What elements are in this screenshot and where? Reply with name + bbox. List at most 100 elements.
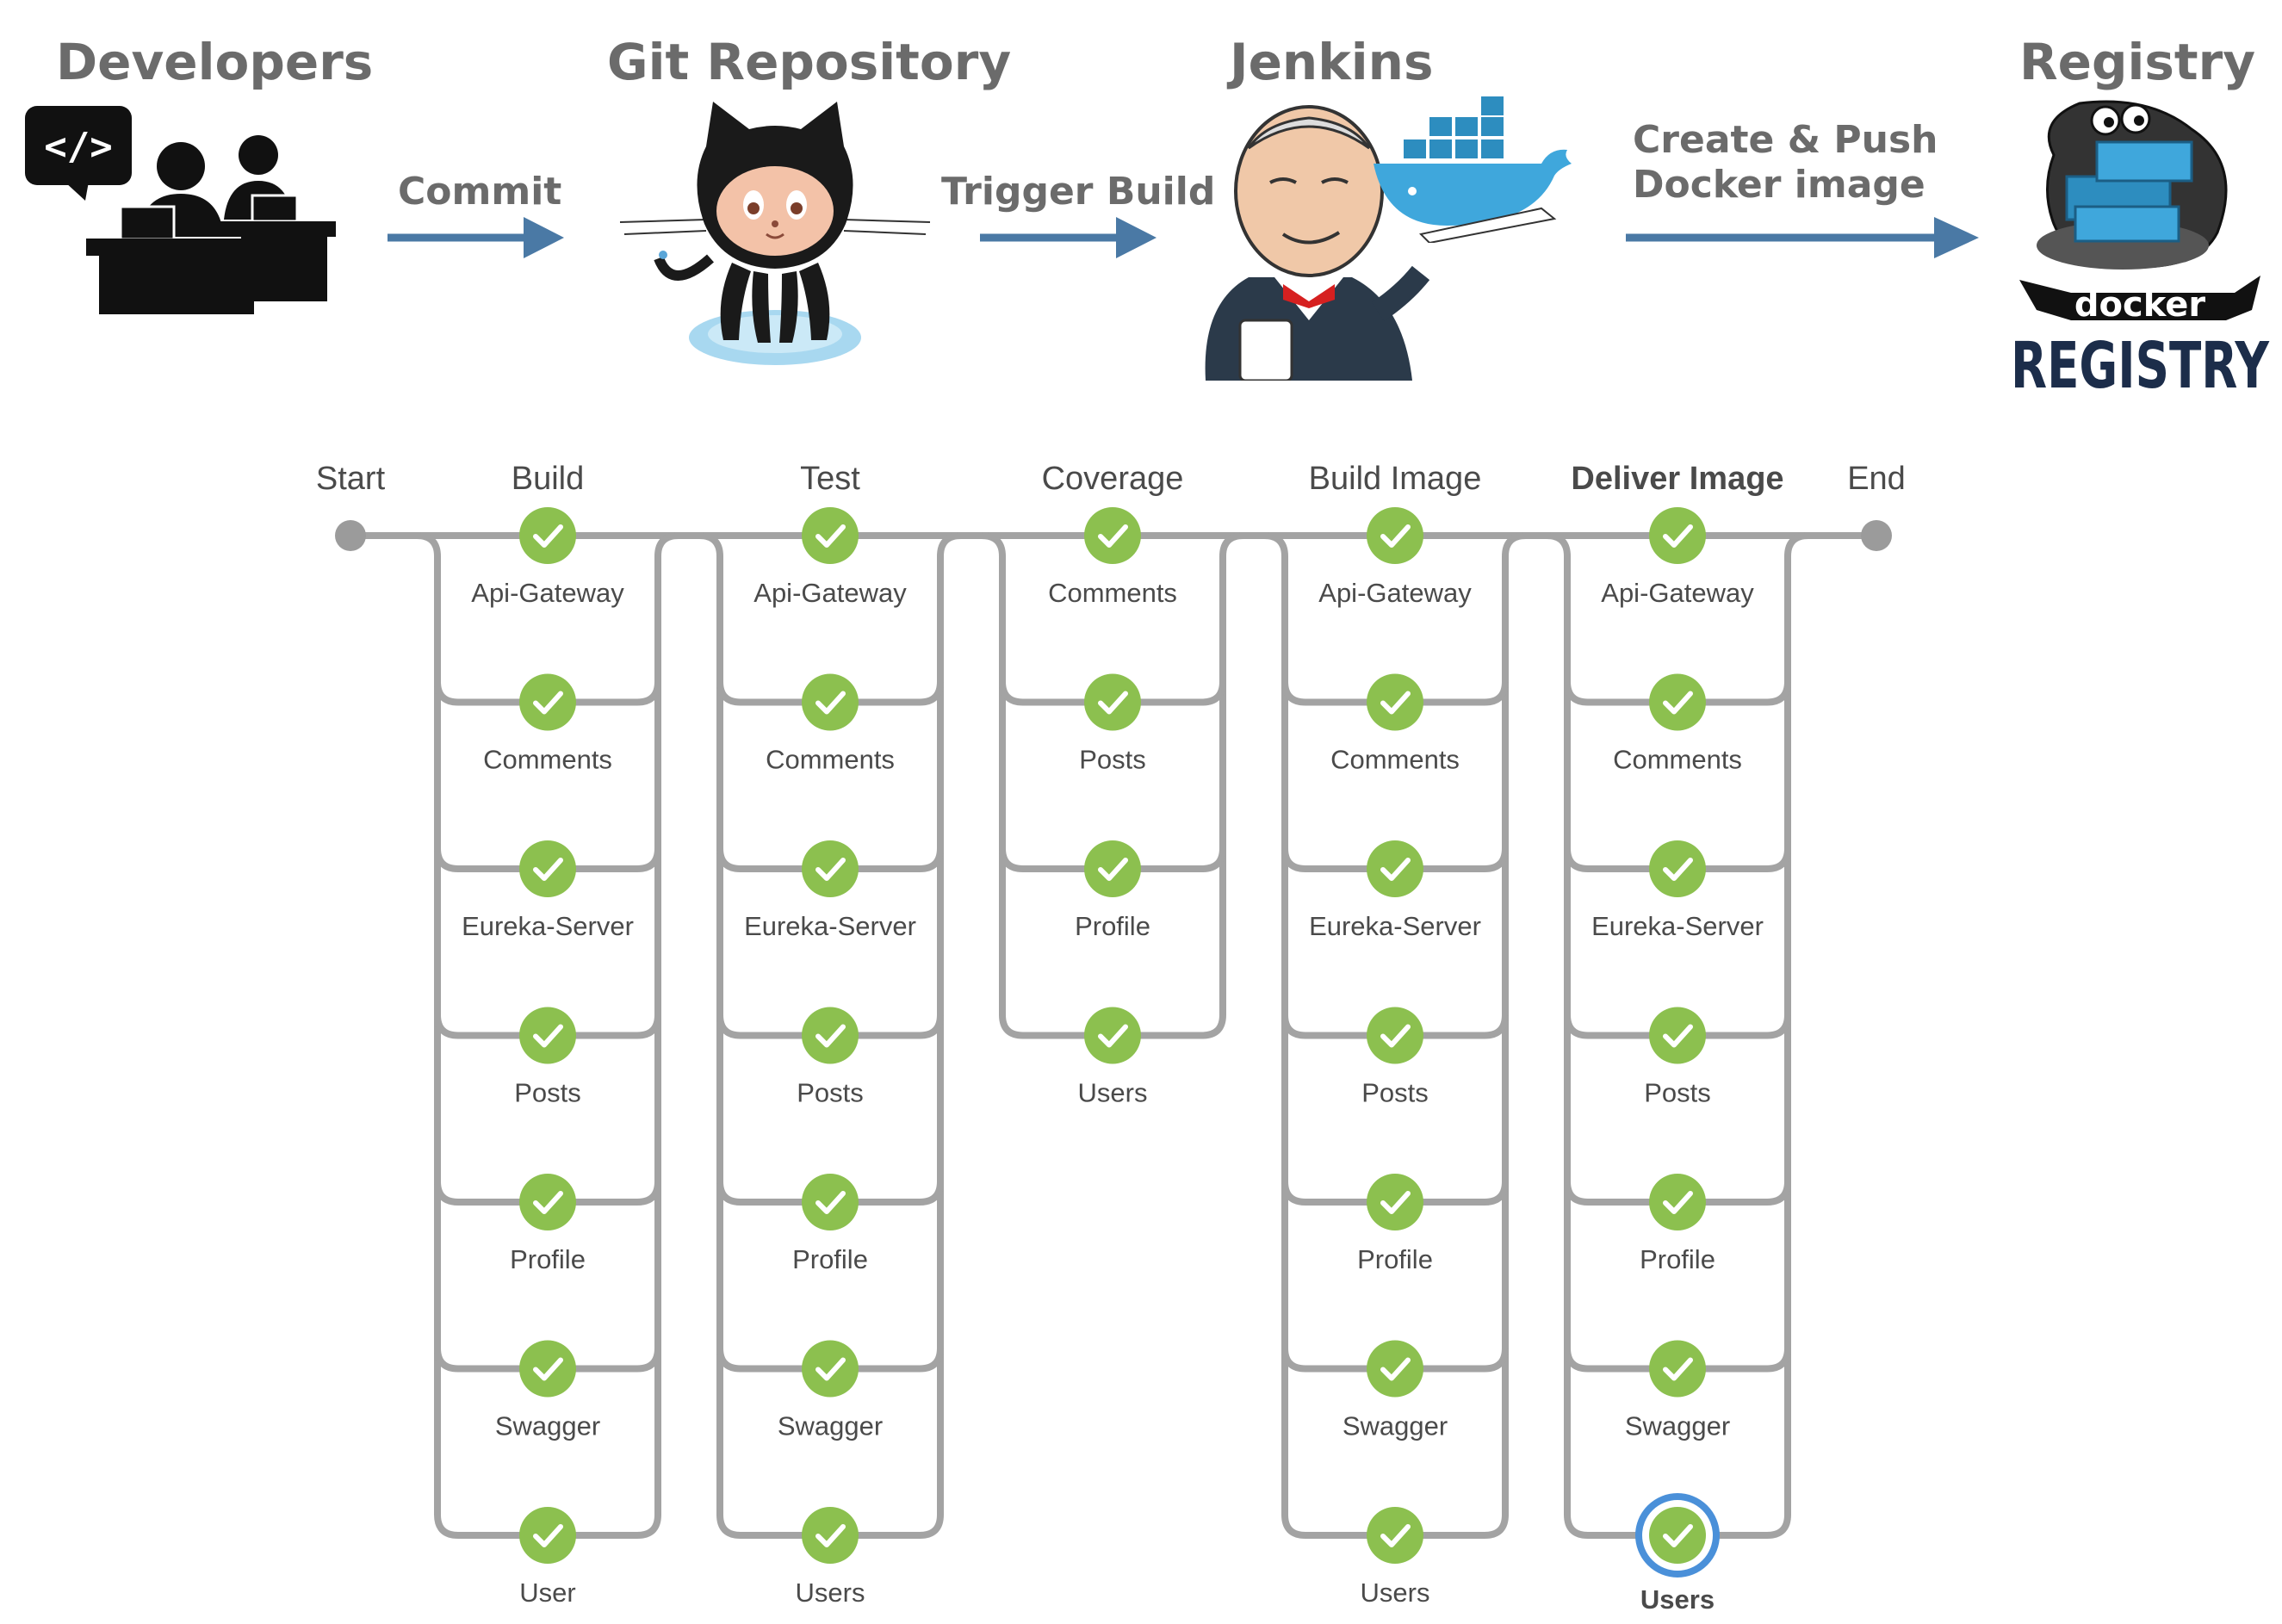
job-node-deliver-image-swagger[interactable] [1649, 1340, 1706, 1398]
github-octocat-icon [619, 102, 931, 365]
job-label[interactable]: Comments [1048, 578, 1177, 608]
docker-word: docker [2074, 285, 2205, 325]
stage-lane-right [1201, 532, 1244, 1039]
commit-arrow [388, 217, 564, 258]
stage-label-build[interactable]: Build [512, 461, 585, 497]
job-node-build-swagger[interactable] [519, 1340, 576, 1398]
job-label[interactable]: Profile [1640, 1244, 1715, 1274]
job-node-build-api-gateway[interactable] [519, 507, 576, 564]
job-node-coverage-profile[interactable] [1084, 840, 1141, 897]
job-node-deliver-image-eureka-server[interactable] [1649, 840, 1706, 897]
check-icon [815, 524, 846, 548]
job-label[interactable]: Eureka-Server [462, 911, 634, 941]
job-node-coverage-users[interactable] [1084, 1007, 1141, 1064]
check-icon [1380, 524, 1411, 548]
job-node-test-eureka-server[interactable] [802, 840, 859, 897]
job-node-test-api-gateway[interactable] [802, 507, 859, 564]
status-success-icon [519, 673, 576, 731]
job-label[interactable]: Users [796, 1578, 865, 1608]
job-node-coverage-comments[interactable] [1084, 507, 1141, 564]
job-label[interactable]: Eureka-Server [1309, 911, 1481, 941]
job-label[interactable]: Profile [1075, 911, 1150, 941]
job-label[interactable]: Posts [1361, 1078, 1429, 1108]
job-node-test-posts[interactable] [802, 1007, 859, 1064]
job-node-deliver-image-profile[interactable] [1649, 1174, 1706, 1230]
status-success-icon [802, 507, 859, 564]
job-node-deliver-image-api-gateway[interactable] [1649, 507, 1706, 564]
stage-label-build-image[interactable]: Build Image [1309, 461, 1482, 497]
job-node-build-image-profile[interactable] [1367, 1174, 1423, 1230]
job-node-coverage-posts[interactable] [1084, 673, 1141, 731]
job-label[interactable]: Users [1640, 1584, 1715, 1615]
job-node-build-user[interactable] [519, 1507, 576, 1564]
job-label[interactable]: Api-Gateway [471, 578, 624, 608]
job-node-build-image-swagger[interactable] [1367, 1340, 1423, 1398]
job-label[interactable]: Api-Gateway [753, 578, 907, 608]
job-node-build-image-comments[interactable] [1367, 673, 1423, 731]
job-label[interactable]: Swagger [1625, 1411, 1730, 1441]
job-label[interactable]: Posts [797, 1078, 864, 1108]
job-label[interactable]: Posts [1079, 745, 1146, 775]
stage-label-deliver-image[interactable]: Deliver Image [1571, 461, 1783, 497]
job-node-test-users[interactable] [802, 1507, 859, 1564]
job-node-deliver-image-comments[interactable] [1649, 673, 1706, 731]
check-icon [815, 1357, 846, 1381]
job-label[interactable]: Posts [514, 1078, 581, 1108]
job-label[interactable]: Comments [483, 745, 612, 775]
docker-whale-icon [1374, 96, 1572, 243]
job-node-test-comments[interactable] [802, 673, 859, 731]
stage-lane-right [919, 532, 962, 1539]
job-node-build-posts[interactable] [519, 1007, 576, 1064]
job-label[interactable]: Swagger [1343, 1411, 1448, 1441]
job-label[interactable]: Api-Gateway [1601, 578, 1754, 608]
job-label[interactable]: Comments [1330, 745, 1460, 775]
job-label[interactable]: Eureka-Server [1591, 911, 1764, 941]
job-label[interactable]: Swagger [495, 1411, 600, 1441]
job-node-build-comments[interactable] [519, 673, 576, 731]
status-success-icon [802, 1007, 859, 1064]
stage-lane-left [981, 532, 1024, 1039]
check-icon [533, 1357, 563, 1381]
status-success-icon [1649, 673, 1706, 731]
end-label: End [1847, 461, 1906, 497]
job-label[interactable]: Profile [510, 1244, 586, 1274]
job-node-deliver-image-posts[interactable] [1649, 1007, 1706, 1064]
status-success-icon [802, 673, 859, 731]
job-label[interactable]: Api-Gateway [1318, 578, 1472, 608]
status-success-icon [519, 1340, 576, 1398]
job-node-build-image-posts[interactable] [1367, 1007, 1423, 1064]
job-node-test-swagger[interactable] [802, 1340, 859, 1398]
status-success-icon [802, 840, 859, 897]
status-success-icon [519, 1507, 576, 1564]
job-node-build-eureka-server[interactable] [519, 840, 576, 897]
job-node-build-image-users[interactable] [1367, 1507, 1423, 1564]
job-label[interactable]: Profile [792, 1244, 868, 1274]
status-success-icon [1649, 1507, 1706, 1564]
job-label[interactable]: Profile [1357, 1244, 1433, 1274]
job-label[interactable]: Comments [1613, 745, 1742, 775]
job-label[interactable]: User [519, 1578, 575, 1608]
status-success-icon [1649, 840, 1706, 897]
stage-label-coverage[interactable]: Coverage [1042, 461, 1184, 497]
developers-title: Developers [56, 33, 374, 91]
check-icon [815, 691, 846, 715]
job-node-deliver-image-users[interactable] [1635, 1493, 1720, 1578]
check-icon [1098, 1024, 1128, 1048]
job-label[interactable]: Posts [1644, 1078, 1711, 1108]
stage-label-test[interactable]: Test [800, 461, 860, 497]
status-success-icon [519, 1007, 576, 1064]
check-icon [1380, 1524, 1411, 1547]
check-icon [1380, 691, 1411, 715]
job-node-build-image-api-gateway[interactable] [1367, 507, 1423, 564]
job-label[interactable]: Swagger [778, 1411, 883, 1441]
job-label[interactable]: Users [1361, 1578, 1430, 1608]
job-label[interactable]: Comments [766, 745, 895, 775]
job-node-test-profile[interactable] [802, 1174, 859, 1230]
check-icon [1380, 1357, 1411, 1381]
job-node-build-image-eureka-server[interactable] [1367, 840, 1423, 897]
check-icon [533, 691, 563, 715]
job-label[interactable]: Users [1078, 1078, 1148, 1108]
job-label[interactable]: Eureka-Server [744, 911, 916, 941]
job-node-build-profile[interactable] [519, 1174, 576, 1230]
